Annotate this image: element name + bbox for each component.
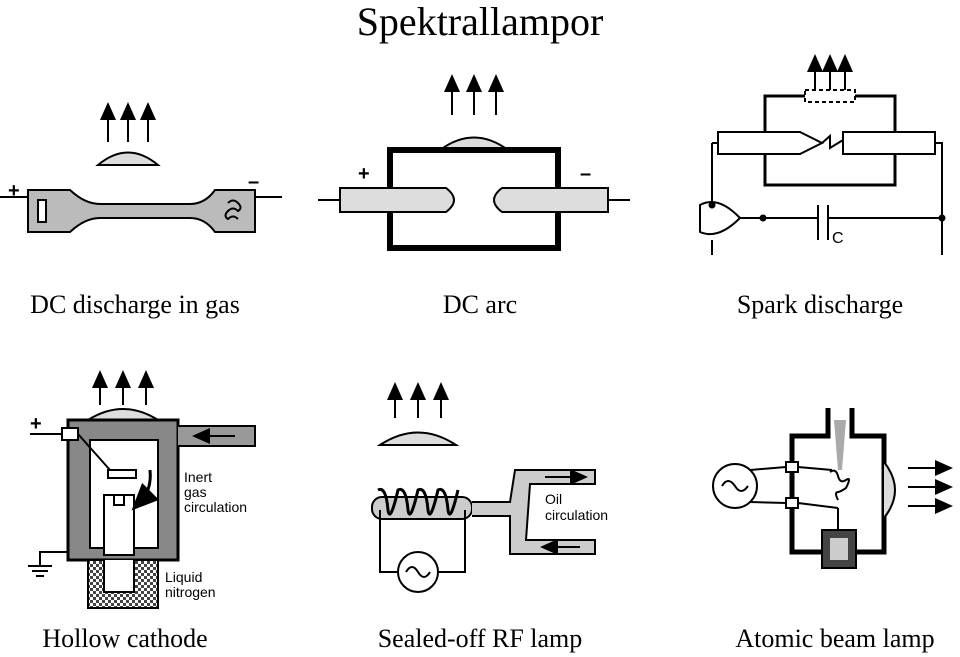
spark-electrode-right [842,131,936,155]
caption-spark-discharge: Spark discharge [736,290,904,319]
spark-diagram [699,54,946,255]
filament [224,199,242,221]
dc-arc-diagram [318,74,630,251]
caption-dc-discharge: DC discharge in gas [30,290,240,319]
gas-flow-arrow [131,469,160,511]
lens-5 [376,431,460,446]
electrode-left [37,199,47,223]
oil-label-1: Oil [545,491,562,507]
rf-lamp-diagram [371,382,596,593]
inert-gas-label-1: Inert [184,469,212,485]
oil-label-2: circulation [545,507,608,523]
anode-terminal [61,427,79,441]
spark-gap [821,133,844,150]
liquid-nitrogen-label-2: nitrogen [165,584,216,600]
light-arrows-5 [387,382,449,418]
capacitor-label: C [832,230,844,247]
discharge-tube [27,189,256,233]
anode-wire [77,433,111,471]
window-3 [804,89,856,103]
spark-housing [763,94,897,187]
atomic-beam [834,420,846,470]
output-lens [883,461,896,519]
caption-dc-arc: DC arc [442,290,518,319]
inductor-coil [699,201,742,236]
lens-1 [95,151,161,166]
light-arrows-2 [444,74,504,115]
rf-coil [377,487,460,516]
caption-atomic-beam: Atomic beam lamp [735,624,935,653]
electrode-left-arc [339,187,455,213]
electrode-right-arc [493,187,609,213]
light-arrows-6 [908,460,953,514]
liquid-nitrogen-label-1: Liquid [165,569,202,585]
plus-sign-1: + [8,180,20,202]
dc-discharge-diagram [0,102,282,233]
page-title: Spektrallampor [356,0,604,44]
caption-rf-lamp: Sealed-off RF lamp [377,624,583,653]
spark-electrode-left [717,131,825,155]
light-arrows-3 [807,54,853,90]
inert-gas-label-3: circulation [184,499,247,515]
anode-plate [107,469,137,479]
atomic-coil [829,469,850,501]
minus-sign-2: – [580,163,591,185]
light-arrows-4 [92,370,154,405]
atomic-beam-diagram [712,408,953,569]
light-arrows-1 [100,102,156,142]
hollow-cathode-diagram [28,370,256,609]
minus-sign-1: – [248,171,259,193]
plus-sign-2: + [358,163,370,185]
inert-gas-label-2: gas [184,484,207,500]
caption-hollow-cathode: Hollow cathode [42,624,208,653]
plus-sign-4: + [30,413,42,435]
lens-4 [84,408,162,421]
